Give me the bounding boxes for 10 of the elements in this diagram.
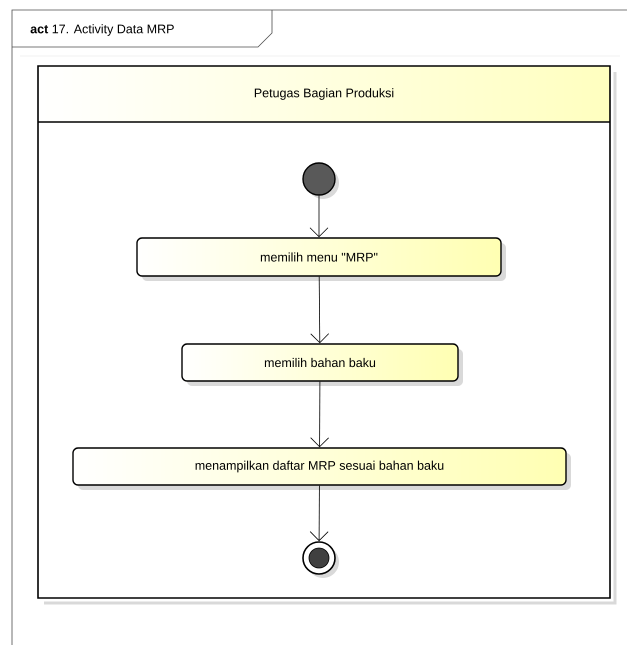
action-box: menampilkan daftar MRP sesuai bahan baku xyxy=(72,447,571,490)
action-box: memilih bahan baku xyxy=(181,343,463,386)
final-node xyxy=(302,541,339,578)
arrow xyxy=(310,485,329,542)
action-box: memilih menu "MRP" xyxy=(136,237,506,281)
arrow xyxy=(310,276,330,344)
initial-node xyxy=(302,162,339,199)
arrow xyxy=(310,195,328,238)
frame-title: act 17. Activity Data MRP xyxy=(30,24,174,36)
arrow xyxy=(310,381,330,448)
